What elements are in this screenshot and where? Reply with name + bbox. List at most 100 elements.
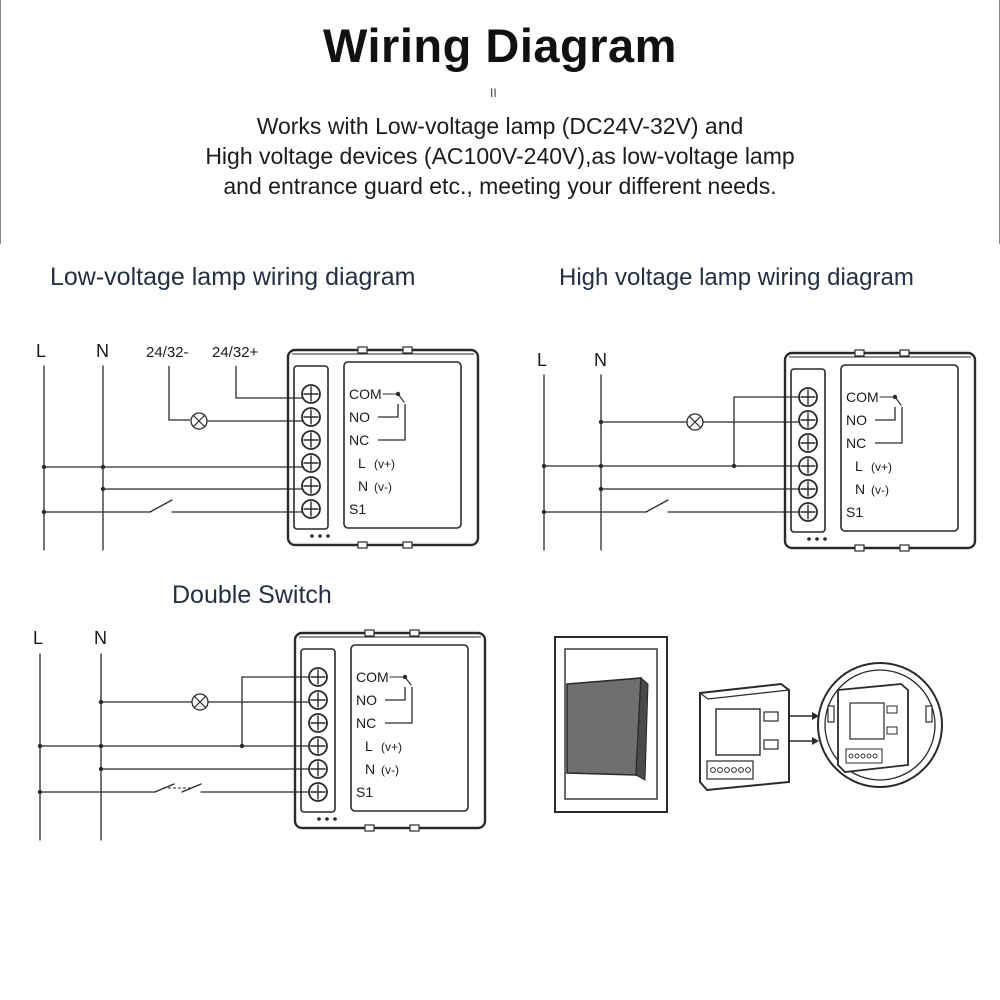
junction-dot bbox=[37, 789, 43, 795]
module-tab bbox=[402, 346, 413, 354]
module-led-dot bbox=[326, 534, 330, 538]
subtitle-line-2: High voltage devices (AC100V-240V),as lo… bbox=[205, 143, 795, 169]
double-switch-diagram-title: Double Switch bbox=[172, 581, 332, 609]
com-bridge-wire bbox=[733, 396, 799, 466]
line-label-n: N bbox=[96, 341, 109, 361]
junction-dot bbox=[41, 464, 47, 470]
terminal-label-no: NO bbox=[349, 409, 370, 425]
module-tab bbox=[409, 629, 420, 637]
relay-top-edge bbox=[699, 689, 790, 700]
junction-dot bbox=[598, 486, 604, 492]
terminal-label-l: L bbox=[358, 455, 366, 471]
low-voltage-diagram-title: Low-voltage lamp wiring diagram bbox=[50, 263, 416, 291]
module-led-dot bbox=[325, 817, 329, 821]
junction-dot bbox=[98, 699, 104, 705]
contact-pivot bbox=[395, 391, 401, 397]
module-led-dot bbox=[318, 534, 322, 538]
module-tab bbox=[364, 824, 375, 832]
wall-box-terminal-hole bbox=[872, 753, 878, 759]
terminal-label-s1: S1 bbox=[349, 501, 366, 517]
terminal-suffix-l: (v+) bbox=[871, 460, 892, 474]
switch-rocker-side bbox=[635, 676, 649, 781]
no-lead bbox=[385, 687, 406, 701]
terminal-suffix-n: (v-) bbox=[381, 763, 399, 777]
terminal-suffix-l: (v+) bbox=[381, 740, 402, 754]
label-panel bbox=[343, 361, 462, 529]
module-led-dot bbox=[310, 534, 314, 538]
relay-module-illustration bbox=[699, 682, 790, 792]
junction-dot bbox=[598, 419, 604, 425]
switch-blade bbox=[645, 499, 669, 513]
module-tab bbox=[409, 824, 420, 832]
junction-dot bbox=[41, 509, 47, 515]
relay-terminal-block bbox=[706, 760, 754, 780]
wall-box-relay-pin bbox=[886, 726, 898, 735]
label-panel bbox=[840, 364, 959, 532]
nc-lead bbox=[378, 404, 406, 441]
title-marks: II bbox=[490, 86, 497, 100]
wall-box-screw-slot bbox=[827, 705, 835, 723]
switch-rocker bbox=[566, 677, 642, 776]
relay-panel bbox=[715, 708, 761, 756]
lamp-icon bbox=[686, 413, 704, 431]
wall-box-terminal-hole bbox=[848, 753, 854, 759]
terminal-label-com: COM bbox=[356, 669, 389, 685]
switch-icon bbox=[645, 499, 669, 513]
relay-terminal-hole bbox=[731, 767, 737, 773]
terminal-label-no: NO bbox=[846, 412, 867, 428]
lamp-cross-b bbox=[192, 414, 206, 428]
terminal-suffix-n: (v-) bbox=[374, 480, 392, 494]
module-led-dot bbox=[823, 537, 827, 541]
wall-switch-illustration bbox=[554, 636, 668, 813]
module-tab bbox=[854, 349, 865, 357]
no-lead bbox=[875, 407, 896, 421]
terminal-label-com: COM bbox=[349, 386, 382, 402]
relay-terminal-hole bbox=[717, 767, 723, 773]
module-led-dot bbox=[317, 817, 321, 821]
module-led-dot bbox=[815, 537, 819, 541]
wall-box-screw-slot bbox=[925, 705, 933, 723]
junction-dot bbox=[541, 463, 547, 469]
contact-pivot bbox=[892, 394, 898, 400]
relay-pin bbox=[763, 739, 779, 750]
wall-box-relay-panel bbox=[849, 702, 885, 740]
junction-dot bbox=[98, 743, 104, 749]
module-tab bbox=[357, 346, 368, 354]
junction-dot bbox=[37, 743, 43, 749]
module-tab bbox=[357, 541, 368, 549]
terminal-label-l: L bbox=[365, 738, 373, 754]
wall-box-relay-pin bbox=[886, 705, 898, 714]
supply-negative-wire bbox=[168, 366, 190, 421]
module-led-dot bbox=[807, 537, 811, 541]
supply-label-positive: 24/32+ bbox=[212, 344, 259, 361]
relay-terminal-hole bbox=[710, 767, 716, 773]
com-bridge-wire bbox=[241, 676, 309, 746]
terminal-label-n: N bbox=[855, 481, 865, 497]
subtitle-line-1: Works with Low-voltage lamp (DC24V-32V) … bbox=[256, 113, 744, 139]
no-lead bbox=[378, 404, 399, 418]
terminal-label-l: L bbox=[855, 458, 863, 474]
switch-icon bbox=[149, 499, 173, 513]
wall-box-terminal-hole bbox=[860, 753, 866, 759]
terminal-label-n: N bbox=[365, 761, 375, 777]
line-label-l: L bbox=[537, 350, 547, 370]
module-tab bbox=[854, 544, 865, 552]
relay-terminal-hole bbox=[745, 767, 751, 773]
line-label-n: N bbox=[94, 628, 107, 648]
wall-box-terminal-hole bbox=[866, 753, 872, 759]
terminal-label-nc: NC bbox=[356, 715, 376, 731]
module-tab bbox=[899, 544, 910, 552]
relay-terminal-hole bbox=[724, 767, 730, 773]
lamp-icon bbox=[191, 693, 209, 711]
label-panel bbox=[350, 644, 469, 812]
line-label-n: N bbox=[594, 350, 607, 370]
page-title: Wiring Diagram bbox=[323, 19, 677, 72]
lamp-cross-b bbox=[688, 415, 702, 429]
module-tab bbox=[364, 629, 375, 637]
terminal-label-nc: NC bbox=[846, 435, 866, 451]
supply-label-negative: 24/32- bbox=[146, 344, 189, 361]
